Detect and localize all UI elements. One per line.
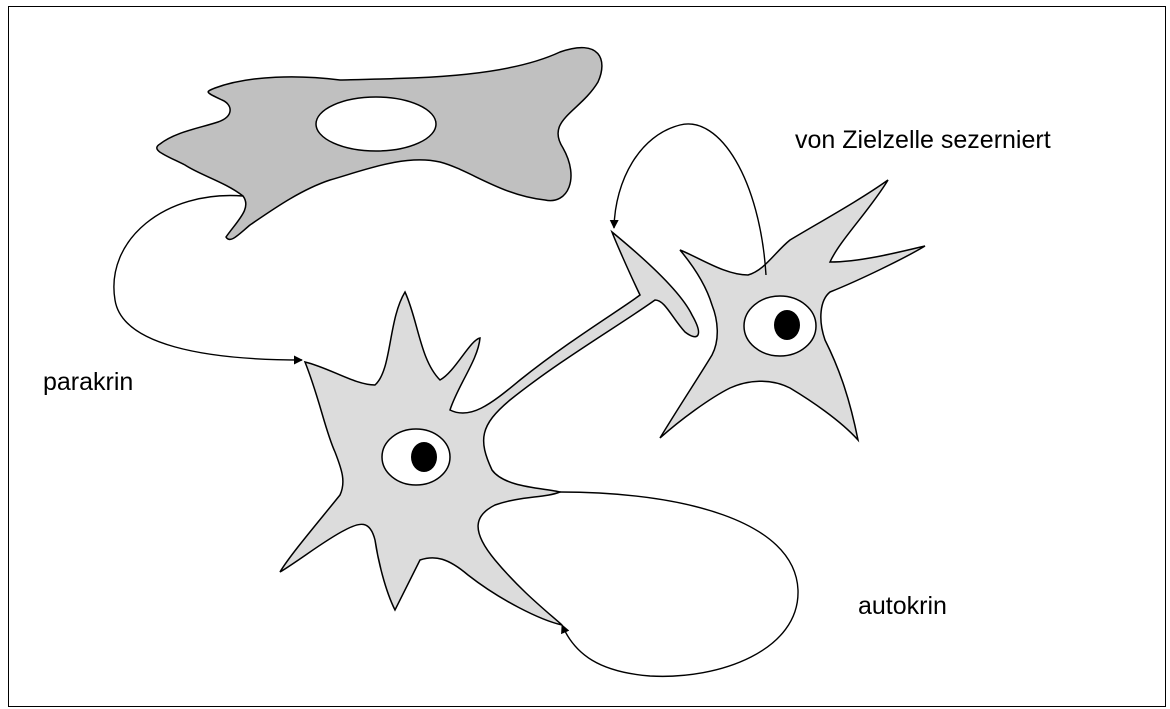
label-secreted-by-target: von Zielzelle sezerniert xyxy=(795,126,1051,154)
center-cell xyxy=(280,232,698,625)
center-cell-nucleolus xyxy=(411,442,437,472)
label-paracrine: parakrin xyxy=(43,368,133,396)
autocrine-arrow xyxy=(560,492,798,676)
label-autocrine: autokrin xyxy=(858,592,947,620)
paracrine-arrow xyxy=(114,196,302,360)
target-cell-nucleolus xyxy=(774,310,800,340)
source-cell-nucleus xyxy=(316,97,436,151)
